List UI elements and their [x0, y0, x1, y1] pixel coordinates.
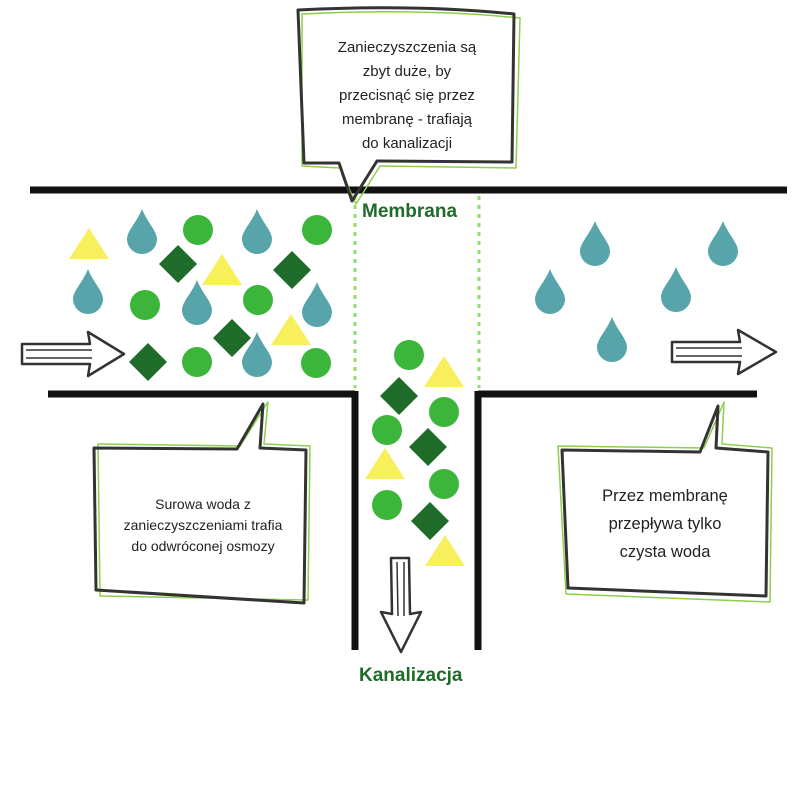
contaminant-circle-icon: [182, 347, 212, 377]
contaminant-triangle-icon: [69, 228, 109, 259]
bubble-left-text: Surowa woda z zanieczyszczeniami trafia …: [108, 494, 298, 557]
drain-arrow-shade: [396, 561, 405, 617]
pipe: [30, 186, 787, 650]
drain-label: Kanalizacja: [359, 665, 463, 686]
bubble-top-line: do kanalizacji: [361, 135, 453, 152]
outflow-arrow: [670, 328, 778, 376]
speech-bubble-right: [557, 401, 773, 603]
bubble-top-text: Zanieczyszczenia są zbyt duże, by przeci…: [312, 36, 502, 156]
contaminant-diamond-icon: [411, 502, 449, 540]
bubble-top-line: Zanieczyszczenia są: [337, 39, 477, 56]
water-drop-icon: [302, 282, 332, 327]
water-drop-icon: [242, 332, 272, 377]
contaminant-circle-icon: [130, 290, 160, 320]
contaminant-diamond-icon: [213, 319, 251, 357]
inflow-arrow: [20, 330, 126, 378]
contaminant-circle-icon: [394, 340, 424, 370]
contaminant-circle-icon: [243, 285, 273, 315]
bubble-top-outline: [296, 6, 516, 203]
contaminant-circle-icon: [429, 397, 459, 427]
bubble-right-line: przepływa tylko: [608, 515, 722, 533]
contaminant-circle-icon: [372, 490, 402, 520]
water-drop-icon: [182, 280, 212, 325]
speech-bubble-top: [296, 6, 521, 205]
contaminant-diamond-icon: [409, 428, 447, 466]
contaminant-circle-icon: [301, 348, 331, 378]
contaminant-triangle-icon: [202, 254, 242, 285]
contaminant-diamond-icon: [159, 245, 197, 283]
bubble-right-line: Przez membranę: [602, 487, 728, 505]
drain-arrow: [379, 556, 423, 654]
contaminant-triangle-icon: [271, 314, 311, 345]
contaminant-triangle-icon: [365, 448, 405, 479]
bubble-top-accent: [301, 11, 521, 205]
bubble-right-line: czysta woda: [619, 543, 711, 561]
bubble-right-outline: [560, 404, 770, 598]
contaminant-circle-icon: [429, 469, 459, 499]
water-drop-icon: [535, 269, 565, 314]
water-drop-icon: [597, 317, 627, 362]
bubble-top-line: przecisnąć się przez: [339, 87, 475, 104]
water-drop-icon: [661, 267, 691, 312]
bubble-right-accent: [557, 401, 773, 603]
contaminant-circle-icon: [372, 415, 402, 445]
contaminant-diamond-icon: [129, 343, 167, 381]
bubble-top-line: zbyt duże, by: [362, 63, 452, 80]
inflow-arrow-shade: [26, 349, 92, 359]
flow-arrow-icon: [670, 328, 778, 376]
outflow-arrow-shade: [676, 347, 742, 357]
bubble-right-text: Przez membranę przepływa tylko czysta wo…: [570, 482, 760, 566]
bubble-left-line: Surowa woda z: [155, 496, 251, 512]
contaminant-triangle-icon: [424, 356, 464, 387]
contaminant-triangle-icon: [425, 535, 465, 566]
bubble-left-outline: [92, 402, 308, 605]
water-drop-icon: [580, 221, 610, 266]
water-drop-icon: [127, 209, 157, 254]
water-drop-icon: [242, 209, 272, 254]
water-drop-icon: [708, 221, 738, 266]
contaminant-circle-icon: [302, 215, 332, 245]
particles: [69, 209, 738, 566]
speech-bubble-left: [92, 401, 311, 605]
flow-arrow-icon: [379, 556, 423, 654]
bubble-left-line: do odwróconej osmozy: [131, 538, 275, 554]
membrane-label: Membrana: [362, 201, 458, 222]
water-drop-icon: [73, 269, 103, 314]
contaminant-circle-icon: [183, 215, 213, 245]
bubble-top-line: membranę - trafiają: [341, 111, 473, 128]
contaminant-diamond-icon: [380, 377, 418, 415]
flow-arrow-icon: [20, 330, 126, 378]
contaminant-diamond-icon: [273, 251, 311, 289]
bubble-left-line: zanieczyszczeniami trafia: [123, 517, 283, 533]
